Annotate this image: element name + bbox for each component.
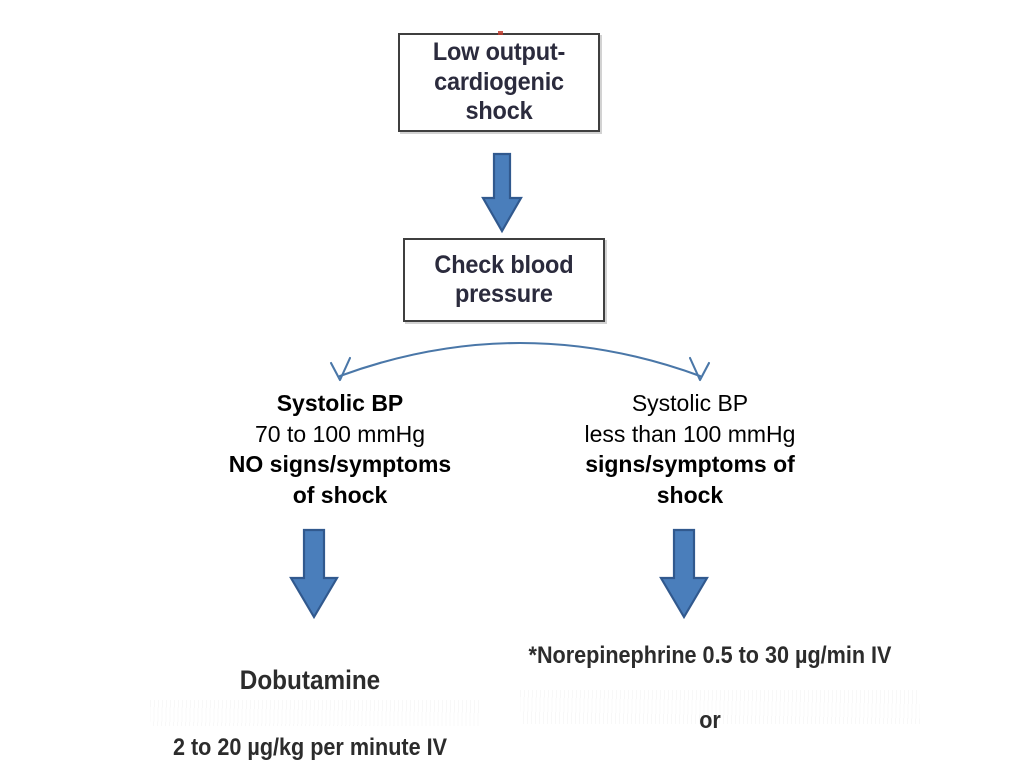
branch-right-line-4: shock [656, 481, 724, 508]
outcome-right-line-2: or [699, 707, 721, 735]
arc-arrowhead-right [688, 356, 711, 382]
node-check-blood-pressure-label: Check blood pressure [434, 250, 574, 309]
node-check-blood-pressure: Check blood pressure [403, 238, 605, 322]
branch-left-line-4: of shock [292, 481, 388, 508]
down-arrow-icon-shock-to-bp [481, 152, 523, 234]
down-arrow-icon-left-branch [289, 528, 339, 620]
branch-left-line-2: 70 to 100 mmHg [254, 420, 426, 447]
outcome-left-drug-name: Dobutamine [239, 664, 381, 695]
outcome-left-dobutamine: Dobutamine 2 to 20 µg/kg per minute IV [139, 628, 481, 768]
branch-label-left: Systolic BP 70 to 100 mmHg NO signs/symp… [190, 388, 490, 510]
branching-arc-icon [329, 341, 711, 382]
outcome-right-line-1: *Norepinephrine 0.5 to 30 µg/min IV [528, 642, 892, 670]
branch-label-right: Systolic BP less than 100 mmHg signs/sym… [540, 388, 840, 510]
arc-arrowhead-left [329, 356, 352, 382]
branch-right-line-1: Systolic BP [631, 390, 749, 416]
node-low-output-cardiogenic-shock: Low output- cardiogenic shock [398, 33, 600, 132]
branch-right-line-3: signs/symptoms of [585, 451, 795, 478]
outcome-left-drug-dose: 2 to 20 µg/kg per minute IV [172, 733, 448, 761]
branch-left-line-1: Systolic BP [276, 390, 404, 416]
node-low-output-cardiogenic-shock-label: Low output- cardiogenic shock [432, 38, 566, 126]
outcome-right-vasopressors: *Norepinephrine 0.5 to 30 µg/min IV or D… [521, 608, 899, 768]
branch-right-line-2: less than 100 mmHg [584, 420, 796, 447]
branch-left-line-3: NO signs/symptoms [228, 451, 452, 478]
scan-artifact-red-speck [498, 31, 503, 35]
down-arrow-icon-right-branch [659, 528, 709, 620]
